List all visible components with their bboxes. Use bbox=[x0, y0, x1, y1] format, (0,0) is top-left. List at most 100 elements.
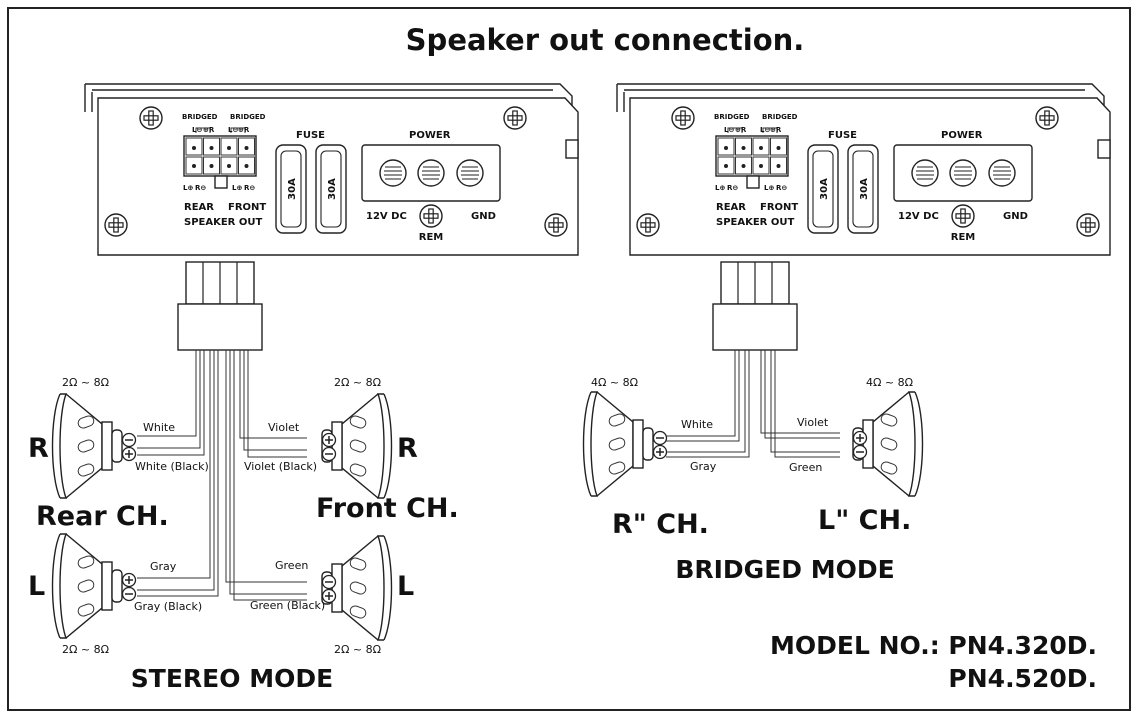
plus-terminal-icon bbox=[321, 432, 337, 448]
bridged-label: BRIDGED bbox=[182, 113, 218, 121]
page-title: Speaker out connection. bbox=[406, 23, 805, 57]
front-label: FRONT bbox=[760, 202, 798, 213]
screw-icon bbox=[1076, 213, 1100, 237]
screw-icon bbox=[503, 106, 527, 130]
minus-terminal-icon bbox=[852, 444, 868, 460]
terminal-label: ⊕R bbox=[770, 126, 782, 134]
minus-terminal-icon bbox=[321, 446, 337, 462]
speaker-icon bbox=[582, 391, 668, 497]
rem-screw-icon bbox=[419, 204, 443, 228]
speaker-out-label: SPEAKER OUT bbox=[184, 217, 262, 228]
rear-label: REAR bbox=[184, 202, 214, 213]
rear-label: REAR bbox=[716, 202, 746, 213]
minus-terminal-icon bbox=[321, 574, 337, 590]
impedance-label-front-l: 2Ω ~ 8Ω bbox=[334, 643, 381, 656]
wire-label-gray-black: Gray (Black) bbox=[134, 600, 202, 613]
fuse-rating-label: 30A bbox=[859, 178, 870, 200]
impedance-label-l: 4Ω ~ 8Ω bbox=[866, 376, 913, 389]
screw-icon bbox=[139, 106, 163, 130]
bridged-l-channel-label: L" CH. bbox=[818, 505, 911, 536]
power-terminal-icon bbox=[988, 159, 1016, 187]
screw-icon bbox=[544, 213, 568, 237]
speaker-icon bbox=[321, 393, 393, 499]
screw-icon bbox=[1035, 106, 1059, 130]
screw-icon bbox=[636, 213, 660, 237]
plus-terminal-icon bbox=[121, 572, 137, 588]
wire-label-violet: Violet bbox=[268, 421, 300, 434]
terminal-label: L⊖ bbox=[192, 126, 202, 134]
minus-terminal-icon bbox=[121, 586, 137, 602]
wire-label-gray: Gray bbox=[150, 560, 177, 573]
impedance-label-rear-r: 2Ω ~ 8Ω bbox=[62, 376, 109, 389]
bridged-label: BRIDGED bbox=[714, 113, 750, 121]
fuse-rating-label: 30A bbox=[327, 178, 338, 200]
terminal-label: ⊕R bbox=[238, 126, 250, 134]
terminal-label: L⊖ bbox=[760, 126, 770, 134]
power-terminal-icon bbox=[949, 159, 977, 187]
dc-label: 12V DC bbox=[898, 211, 939, 222]
power-terminal-icon bbox=[379, 159, 407, 187]
terminal-label: ⊕R bbox=[735, 126, 747, 134]
rem-label: REM bbox=[419, 232, 444, 243]
speaker-out-label: SPEAKER OUT bbox=[716, 217, 794, 228]
wire-label-white: White bbox=[681, 418, 713, 431]
stereo-wiring bbox=[137, 261, 307, 601]
bridged-mode-label: BRIDGED MODE bbox=[675, 555, 894, 584]
wire-label-gray: Gray bbox=[690, 460, 717, 473]
connector-plug-icon bbox=[712, 261, 798, 351]
bridged-label: BRIDGED bbox=[230, 113, 266, 121]
wire-label-green: Green bbox=[275, 559, 308, 572]
wire-label-white: White bbox=[143, 421, 175, 434]
fuse-label: FUSE bbox=[828, 130, 857, 141]
impedance-label-rear-l: 2Ω ~ 8Ω bbox=[62, 643, 109, 656]
minus-terminal-icon bbox=[121, 432, 137, 448]
plus-terminal-icon bbox=[121, 446, 137, 462]
channel-letter-rear-r: R bbox=[28, 433, 49, 464]
rem-label: REM bbox=[951, 232, 976, 243]
speaker-icon bbox=[51, 533, 137, 639]
terminal-label: L⊕ bbox=[183, 184, 193, 192]
speaker-icon bbox=[51, 393, 137, 499]
terminal-label: L⊖ bbox=[724, 126, 734, 134]
impedance-label-r: 4Ω ~ 8Ω bbox=[591, 376, 638, 389]
wire-label-violet-black: Violet (Black) bbox=[244, 460, 317, 473]
speaker-icon bbox=[321, 535, 393, 641]
power-label: POWER bbox=[941, 130, 983, 141]
impedance-label-front-r: 2Ω ~ 8Ω bbox=[334, 376, 381, 389]
wire-label-white-black: White (Black) bbox=[135, 460, 209, 473]
power-label: POWER bbox=[409, 130, 451, 141]
rem-screw-icon bbox=[951, 204, 975, 228]
plus-terminal-icon bbox=[652, 444, 668, 460]
channel-letter-rear-l: L bbox=[28, 571, 45, 602]
channel-letter-front-l: L bbox=[397, 571, 414, 602]
minus-terminal-icon bbox=[652, 430, 668, 446]
power-terminal-icon bbox=[456, 159, 484, 187]
connector-plug-icon bbox=[177, 261, 263, 351]
speakers-group bbox=[51, 391, 924, 641]
bridged-wiring bbox=[666, 261, 840, 458]
channel-letter-front-r: R bbox=[397, 433, 418, 464]
model-number: MODEL NO.: PN4.320D. bbox=[770, 631, 1097, 660]
terminal-label: L⊖ bbox=[228, 126, 238, 134]
bridged-label: BRIDGED bbox=[762, 113, 798, 121]
model-number-second: PN4.520D. bbox=[948, 664, 1097, 693]
terminal-label: ⊕R bbox=[203, 126, 215, 134]
terminal-label: R⊖ bbox=[244, 184, 255, 192]
power-terminal-icon bbox=[417, 159, 445, 187]
gnd-label: GND bbox=[1003, 211, 1028, 222]
wire-label-green: Green bbox=[789, 461, 822, 474]
terminal-label: L⊕ bbox=[232, 184, 242, 192]
screw-icon bbox=[104, 213, 128, 237]
outer-frame bbox=[7, 7, 1131, 711]
fuse-rating-label: 30A bbox=[819, 178, 830, 200]
front-label: FRONT bbox=[228, 202, 266, 213]
terminal-label: L⊕ bbox=[715, 184, 725, 192]
dc-label: 12V DC bbox=[366, 211, 407, 222]
stereo-mode-label: STEREO MODE bbox=[131, 664, 333, 693]
rear-channel-label: Rear CH. bbox=[36, 501, 169, 532]
fuse-rating-label: 30A bbox=[287, 178, 298, 200]
